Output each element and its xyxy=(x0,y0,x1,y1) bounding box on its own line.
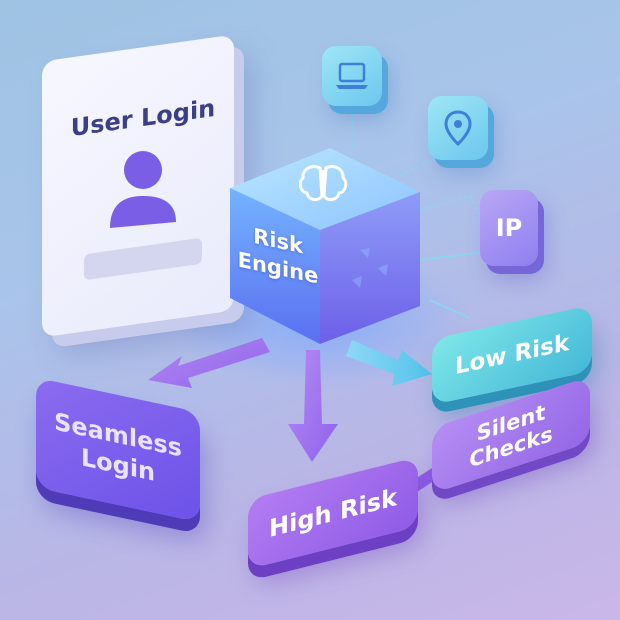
connector-ip xyxy=(417,194,481,216)
arrow-to-low-risk xyxy=(346,340,432,386)
brain-icon xyxy=(298,165,348,202)
connector-lowrisk xyxy=(429,299,471,319)
risk-engine-cube xyxy=(230,148,420,344)
arrow-to-high-risk xyxy=(288,350,338,462)
laptop-icon xyxy=(336,62,368,89)
signal-ip-tile: IP xyxy=(480,190,538,266)
location-pin-icon xyxy=(444,110,472,147)
low-risk-label: Low Risk xyxy=(454,329,570,381)
high-risk-label: High Risk xyxy=(269,483,397,543)
signal-device-tile xyxy=(322,46,382,106)
ip-icon: IP xyxy=(495,214,523,242)
user-avatar-icon xyxy=(110,151,176,228)
signal-location-tile xyxy=(428,96,488,160)
arrow-to-seamless xyxy=(148,338,270,388)
